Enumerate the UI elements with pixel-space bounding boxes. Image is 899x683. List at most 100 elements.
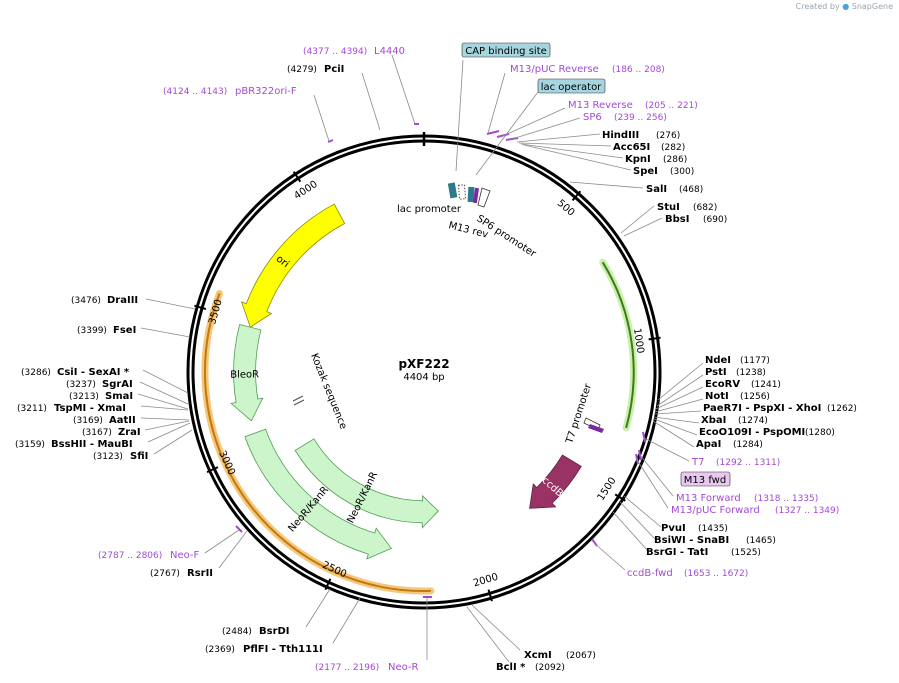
highlight-layer [201, 258, 638, 595]
tick-mark [571, 190, 582, 202]
cap-leader [455, 59, 464, 172]
m13-fwd-primer-leader [639, 454, 674, 497]
snapgene-logo-icon: ● [842, 2, 850, 11]
feature-arrow [294, 438, 439, 529]
noti-leader [654, 398, 704, 413]
stui-pos: (682) [693, 203, 717, 213]
ccdb-fwd-range: (1653 .. 1672) [684, 569, 748, 579]
l4440-range: (4377 .. 4394) [303, 47, 367, 57]
neo-f-name: Neo-F [170, 550, 200, 561]
pbr322-leader [313, 94, 330, 142]
cap-binding-label: CAP binding site [465, 46, 547, 57]
bsshii-pos: (3159) [15, 440, 45, 450]
tick-mark [324, 578, 332, 591]
highlight-band [599, 258, 638, 432]
plasmid-length: 4404 bp [403, 372, 444, 383]
lac-promoter-marker [447, 182, 458, 199]
noti-pos: (1256) [740, 392, 770, 402]
snapgene-credit: Created by ● SnapGene [796, 2, 893, 11]
tick-label: 1000 [631, 328, 646, 355]
tick-label: 1500 [596, 476, 619, 503]
highlight-line [204, 293, 431, 592]
lac-promoter-label: lac promoter [397, 204, 462, 215]
lac-operator-box [537, 78, 606, 94]
paer7i-pos: (1262) [827, 404, 857, 414]
bsrgi-pos: (1525) [731, 548, 761, 558]
fsei-pos: (3399) [77, 326, 107, 336]
smai-pos: (3213) [69, 392, 99, 402]
stui-leader [620, 205, 655, 234]
sali-name: SalI [646, 184, 667, 195]
csii-pos: (3286) [21, 368, 51, 378]
m13puc-fwd-range: (1327 .. 1349) [775, 506, 839, 516]
sgrai-name: SgrAI [102, 379, 133, 390]
xcmi-pos: (2067) [566, 651, 596, 661]
tspmi-name: TspMI - XmaI [54, 403, 126, 414]
apai-pos: (1284) [733, 440, 763, 450]
rsrii-pos: (2767) [150, 569, 180, 579]
t7-promoter-group: T7 promoter [564, 382, 604, 446]
t7-promoter-label: T7 promoter [564, 382, 594, 446]
xbai-name: XbaI [701, 415, 726, 426]
pvui-leader [623, 495, 662, 528]
draiii-leader [145, 298, 196, 310]
bsiwi-pos: (1465) [746, 536, 776, 546]
ccdb-fwd-leader [593, 542, 626, 571]
m13puc-rev-mark [486, 130, 500, 135]
m13-rev-primer-range: (205 .. 221) [645, 101, 698, 111]
t7-primer-mark [642, 431, 646, 443]
ndei-pos: (1177) [740, 356, 770, 366]
sfii-name: SfiI [130, 451, 148, 462]
credit-prefix: Created by [795, 2, 840, 11]
m13puc-rev-range: (186 .. 208) [612, 65, 665, 75]
kpni-name: KpnI [625, 154, 651, 165]
bcli-pos: (2092) [535, 663, 565, 673]
neo-f-mark [235, 525, 243, 533]
tick-mark [648, 336, 661, 341]
m13puc-fwd-mark [635, 453, 639, 465]
tick-mark [206, 466, 219, 474]
bsrdi-leader [305, 588, 331, 628]
feature-arrow [240, 203, 346, 328]
sfii-pos: (3123) [93, 452, 123, 462]
bsrgi-name: BsrGI - TatI [646, 547, 708, 558]
ecorv-name: EcoRV [705, 379, 740, 390]
tick-label: 2000 [472, 572, 500, 590]
csii-name: CsiI - SexAI * [57, 367, 130, 378]
boxed-labels: CAP binding site lac operator M13 fwd [461, 42, 731, 487]
bsrgi-leader [612, 511, 649, 552]
kpni-pos: (286) [663, 155, 687, 165]
neo-f-range: (2787 .. 2806) [98, 551, 162, 561]
kozak-label: Kozak sequence [308, 352, 348, 431]
tick-label: 3000 [216, 449, 237, 477]
xcmi-name: XcmI [524, 650, 552, 661]
feature-arrow [529, 454, 582, 509]
tick-label: 500 [555, 198, 577, 219]
tick-mark [292, 171, 302, 183]
tick-mark [614, 493, 626, 502]
m13-fwd-primer-name: M13 Forward [676, 493, 741, 504]
t7-primer-name: T7 [691, 457, 704, 468]
xcmi-leader [471, 604, 521, 651]
zrai-pos: (3167) [82, 428, 112, 438]
feature-arrow [230, 323, 264, 422]
ecorv-leader [655, 386, 704, 410]
neo-r-name: Neo-R [388, 662, 419, 673]
m13-rev-marker [472, 187, 479, 204]
hindiii-name: HindIII [602, 130, 639, 141]
bsrdi-pos: (2484) [222, 627, 252, 637]
l4440-leader [391, 54, 416, 125]
bsrdi-name: BsrDI [259, 626, 290, 637]
ecorv-pos: (1241) [751, 380, 781, 390]
m13-fwd-marker [588, 424, 604, 433]
feature-arrow [244, 428, 393, 560]
sgrai-pos: (3237) [66, 380, 96, 390]
restriction-sites: (4279) PciI HindIII (276) Acc65I (282) K… [15, 64, 857, 673]
m13-rev-primer-name: M13 Reverse [568, 100, 633, 111]
draiii-name: DraIII [107, 295, 138, 306]
m13puc-rev-name: M13/pUC Reverse [510, 64, 599, 75]
plasmid-name: pXF222 [398, 357, 449, 371]
psti-leader [656, 374, 704, 407]
tspmi-leader [140, 405, 189, 411]
aatii-leader [140, 417, 190, 421]
